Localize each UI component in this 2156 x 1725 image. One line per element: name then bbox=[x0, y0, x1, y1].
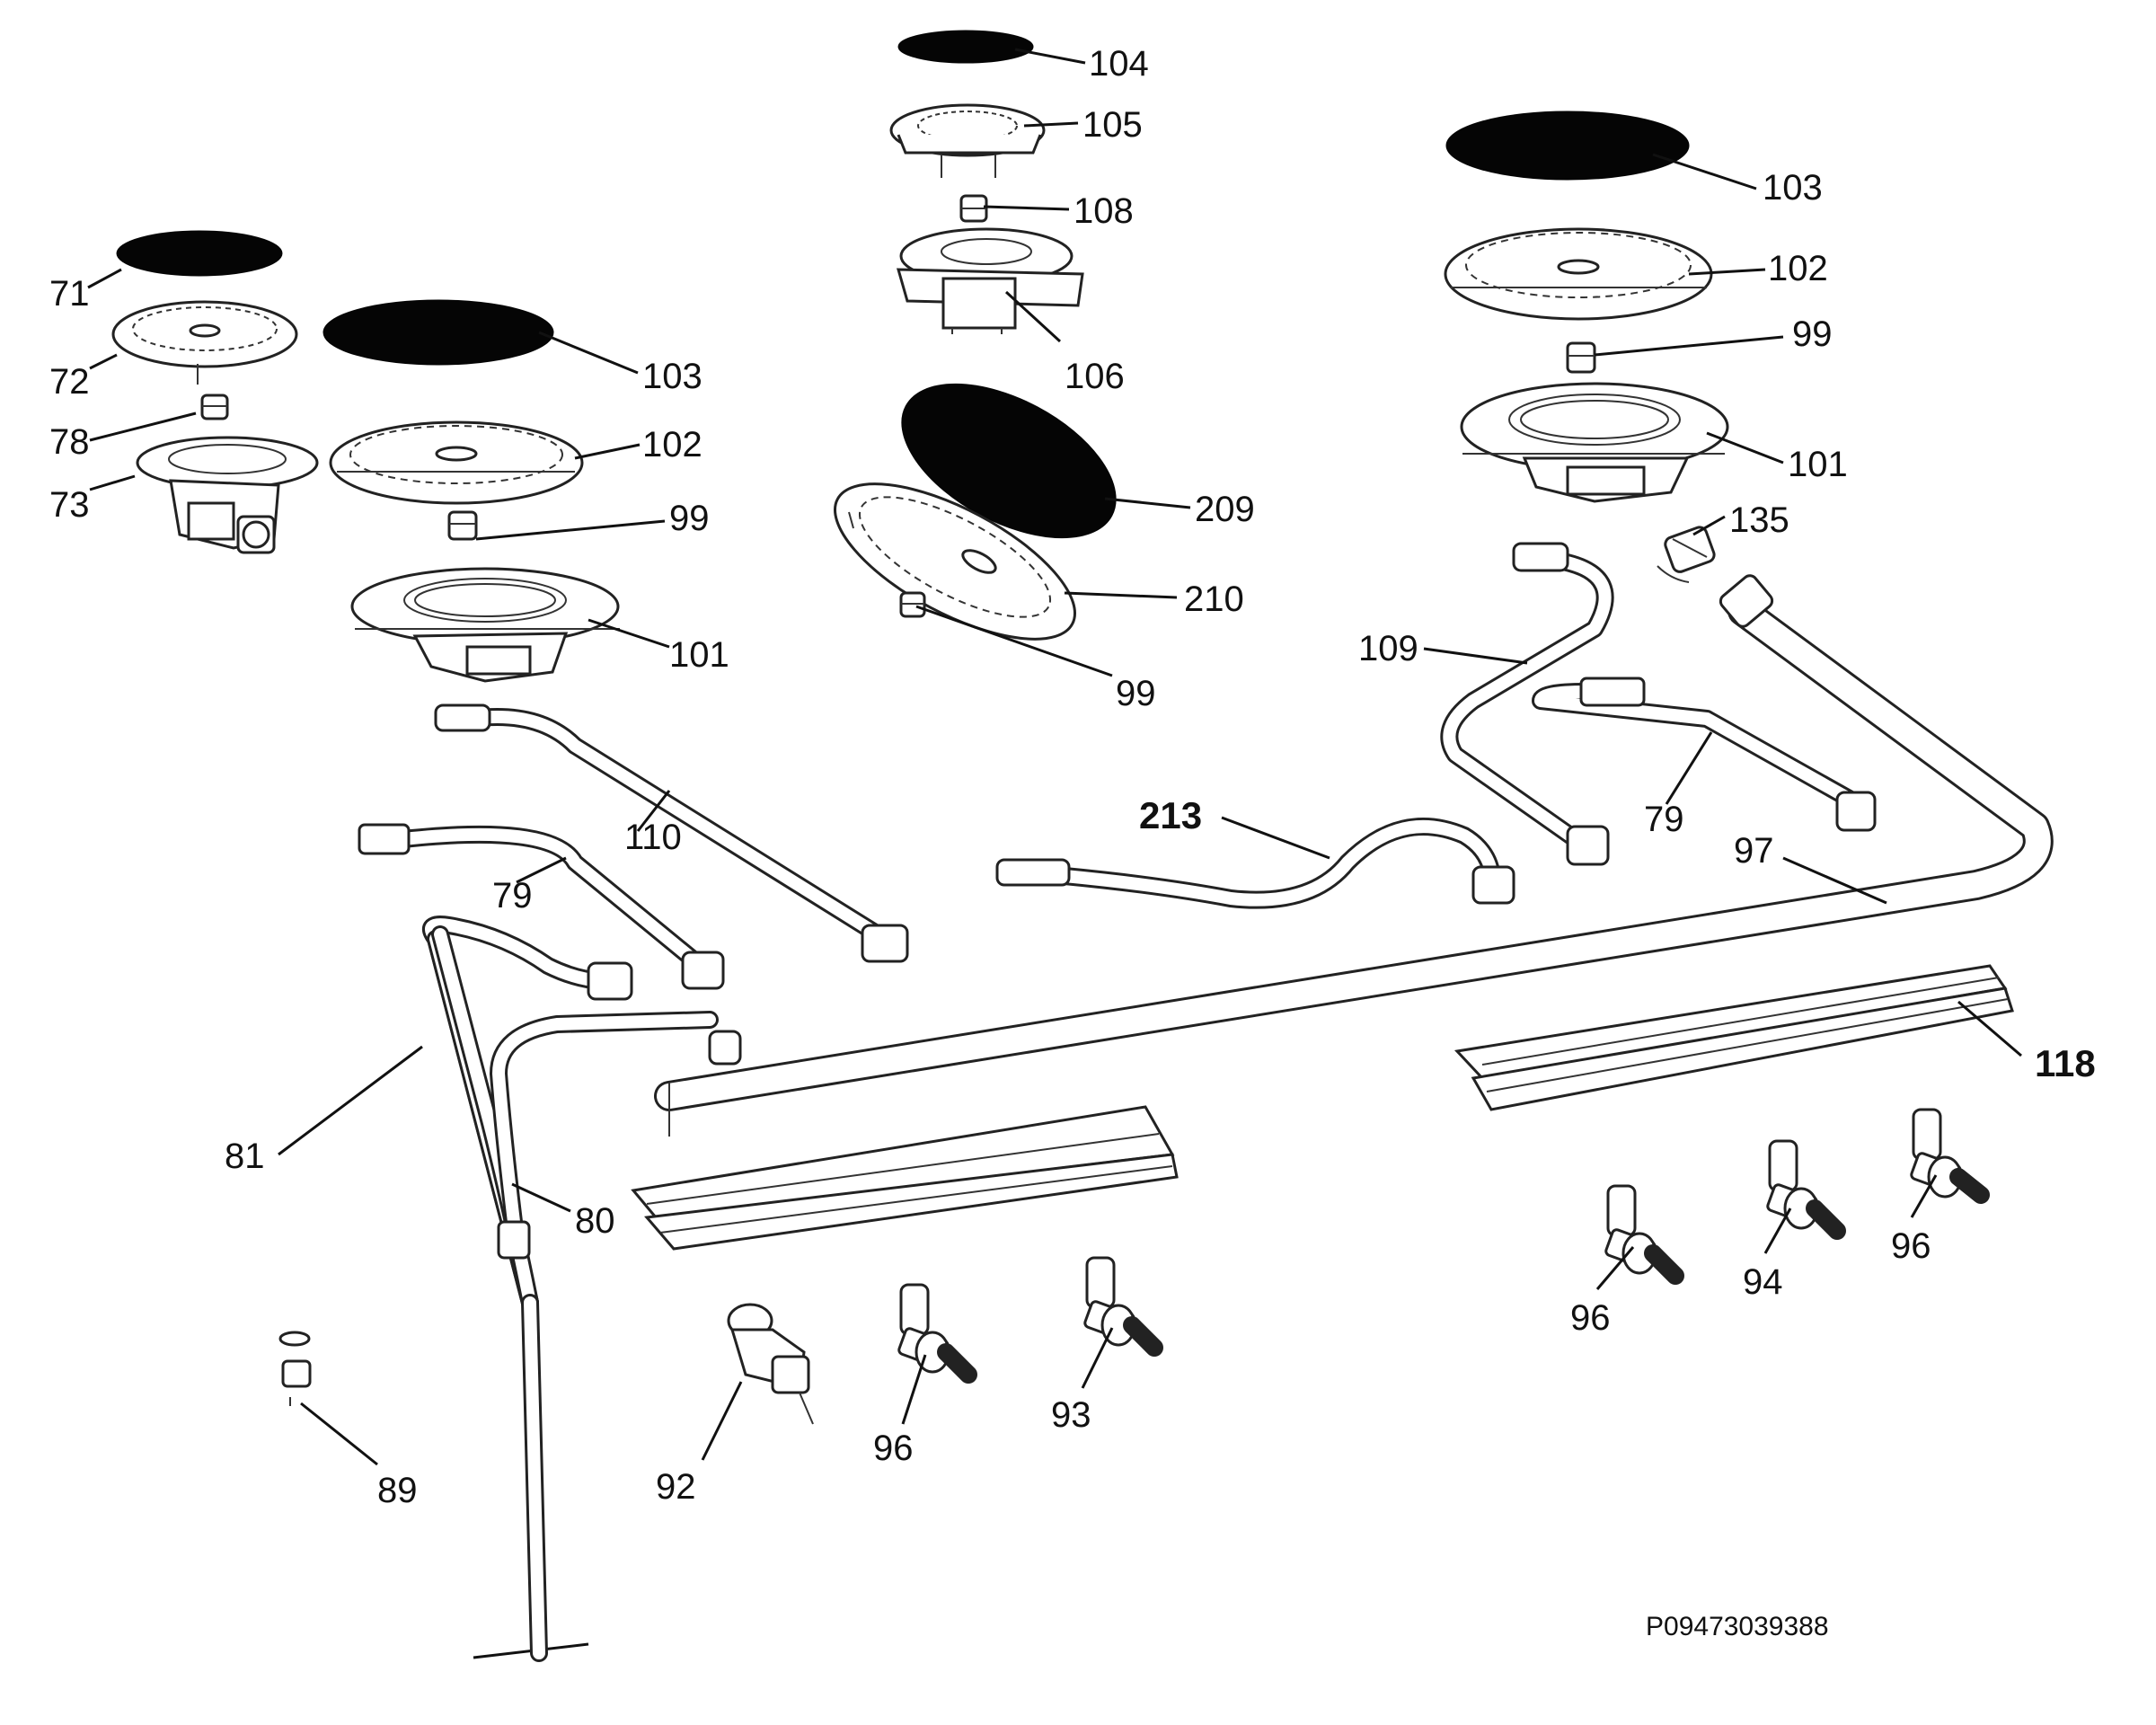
gas-valve-96-left[interactable] bbox=[897, 1283, 977, 1384]
label-78: 78 bbox=[49, 422, 90, 462]
label-101-right: 101 bbox=[1788, 445, 1848, 484]
injector-99-left[interactable] bbox=[447, 510, 478, 541]
label-108: 108 bbox=[1074, 191, 1134, 231]
label-213: 213 bbox=[1139, 794, 1202, 836]
label-96-left: 96 bbox=[873, 1429, 914, 1468]
label-71: 71 bbox=[49, 274, 90, 314]
gas-pipe-109[interactable] bbox=[1440, 542, 1614, 866]
label-99-center: 99 bbox=[1116, 674, 1156, 713]
burner-crown-102-left[interactable] bbox=[329, 420, 584, 505]
label-79-left: 79 bbox=[492, 876, 533, 916]
label-94: 94 bbox=[1743, 1262, 1783, 1302]
gas-pipe-213[interactable] bbox=[995, 818, 1515, 909]
leader-lines bbox=[87, 48, 2022, 1466]
label-110: 110 bbox=[624, 818, 682, 857]
gas-pipe-79-right[interactable] bbox=[1532, 677, 1877, 832]
label-210: 210 bbox=[1184, 579, 1244, 619]
burner-body-73[interactable] bbox=[136, 436, 319, 554]
label-89: 89 bbox=[377, 1471, 418, 1510]
label-99-left: 99 bbox=[669, 499, 710, 538]
label-101-left: 101 bbox=[669, 635, 729, 675]
burner-crown-105[interactable] bbox=[889, 103, 1046, 178]
gas-valve-96-right-b[interactable] bbox=[1910, 1108, 1990, 1204]
label-92: 92 bbox=[656, 1467, 696, 1507]
burner-crown-72[interactable] bbox=[111, 300, 298, 385]
injector-99-right[interactable] bbox=[1566, 341, 1596, 374]
burner-cap-103-right[interactable] bbox=[1445, 111, 1690, 181]
valve-rail-118[interactable] bbox=[1454, 964, 2014, 1111]
burner-cap-104[interactable] bbox=[897, 30, 1034, 64]
burner-cap-103-left[interactable] bbox=[323, 299, 554, 366]
label-102-left: 102 bbox=[642, 425, 702, 464]
gas-manifold-97[interactable] bbox=[654, 572, 2054, 1137]
label-103-left: 103 bbox=[642, 357, 702, 396]
injector-99-center[interactable] bbox=[899, 591, 926, 618]
label-99-right: 99 bbox=[1792, 314, 1833, 354]
label-72: 72 bbox=[49, 362, 90, 402]
gas-pipe-110[interactable] bbox=[434, 703, 909, 963]
burner-body-101-left[interactable] bbox=[350, 567, 620, 683]
label-102-right: 102 bbox=[1768, 249, 1828, 288]
label-96-right-a: 96 bbox=[1570, 1298, 1611, 1338]
label-97: 97 bbox=[1734, 831, 1774, 871]
gas-valve-94[interactable] bbox=[1766, 1139, 1846, 1240]
burner-cap-71[interactable] bbox=[116, 230, 283, 277]
gas-pipe-79-left[interactable] bbox=[358, 823, 725, 990]
fitting-89[interactable] bbox=[278, 1331, 312, 1406]
label-106: 106 bbox=[1065, 357, 1125, 396]
injector-108[interactable] bbox=[959, 194, 988, 223]
gas-valve-93[interactable] bbox=[1083, 1256, 1163, 1357]
label-135: 135 bbox=[1729, 500, 1789, 540]
gas-pipe-80[interactable] bbox=[490, 1011, 742, 1260]
gas-valve-96-right-a[interactable] bbox=[1604, 1184, 1684, 1285]
label-209: 209 bbox=[1195, 490, 1255, 529]
label-81: 81 bbox=[225, 1137, 265, 1176]
burner-crown-210[interactable] bbox=[813, 453, 1097, 669]
label-109: 109 bbox=[1358, 629, 1418, 668]
burner-crown-102-right[interactable] bbox=[1444, 227, 1713, 321]
burner-body-101-right[interactable] bbox=[1460, 382, 1729, 503]
label-73: 73 bbox=[49, 485, 90, 525]
reference-code: P09473039388 bbox=[1646, 1612, 1829, 1641]
valve-rail-left bbox=[631, 1105, 1179, 1251]
label-93: 93 bbox=[1051, 1395, 1091, 1435]
label-118: 118 bbox=[2035, 1042, 2096, 1084]
label-79-right: 79 bbox=[1644, 800, 1684, 839]
fitting-135[interactable] bbox=[1657, 526, 1716, 583]
gas-valve-92[interactable] bbox=[727, 1303, 814, 1425]
label-105: 105 bbox=[1082, 105, 1143, 145]
label-96-right-b: 96 bbox=[1891, 1226, 1931, 1266]
label-80: 80 bbox=[575, 1201, 615, 1241]
label-103-right: 103 bbox=[1763, 168, 1823, 208]
burner-body-106[interactable] bbox=[896, 227, 1084, 334]
injector-78[interactable] bbox=[200, 394, 229, 420]
label-104: 104 bbox=[1089, 44, 1149, 84]
